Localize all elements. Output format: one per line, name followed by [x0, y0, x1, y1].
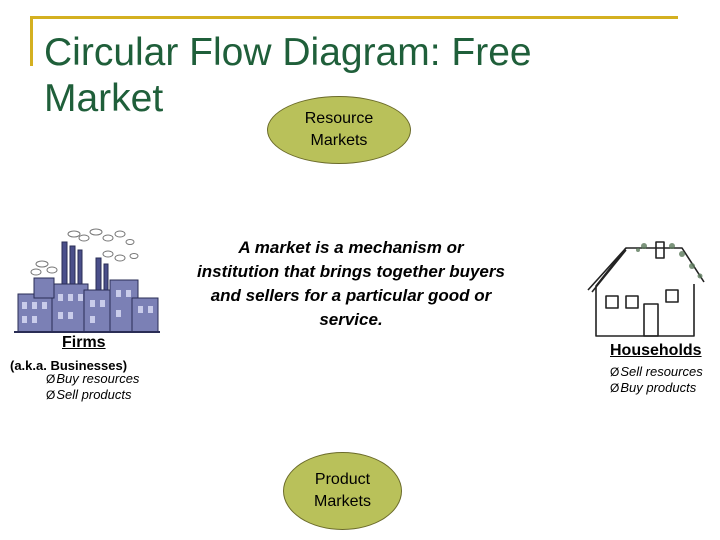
- households-bullet-text: Buy products: [620, 380, 697, 395]
- bullet-marker: Ø: [610, 381, 620, 395]
- top-frame-line: [30, 16, 678, 19]
- bullet-marker: Ø: [46, 372, 56, 386]
- firms-bullet-text: Buy resources: [56, 371, 140, 386]
- households-bullet-text: Sell resources: [620, 364, 703, 379]
- bullet-marker: Ø: [46, 388, 56, 402]
- bullet-marker: Ø: [610, 365, 620, 379]
- resource-markets-oval: Resource Markets: [267, 96, 411, 164]
- firms-label: Firms: [62, 334, 106, 351]
- left-frame-line: [30, 16, 33, 66]
- market-definition: A market is a mechanism or institution t…: [197, 238, 505, 329]
- product-markets-oval: Product Markets: [283, 452, 402, 530]
- factory-icon: [14, 228, 160, 333]
- firms-bullet-text: Sell products: [56, 387, 132, 402]
- page-title: Circular Flow Diagram: Free Market: [44, 31, 532, 120]
- households-label: Households: [610, 342, 702, 359]
- house-icon: [587, 241, 705, 337]
- firms-aka-label: (a.k.a. Businesses): [10, 358, 128, 373]
